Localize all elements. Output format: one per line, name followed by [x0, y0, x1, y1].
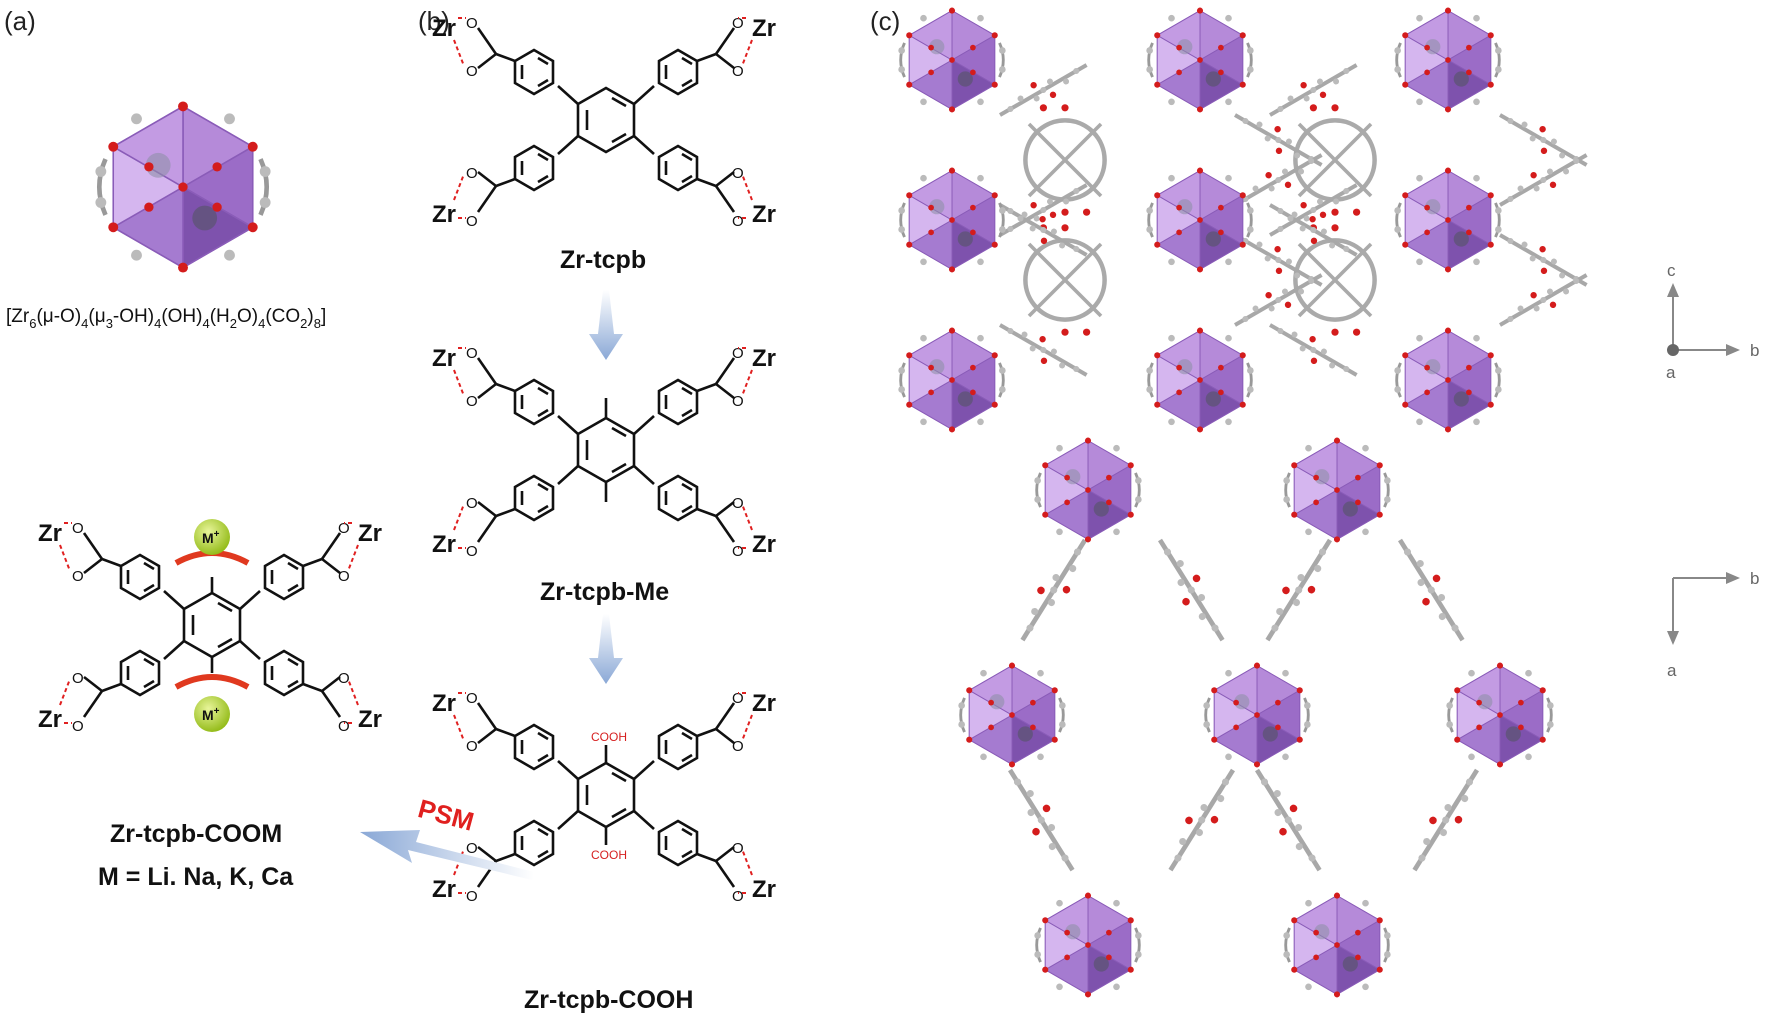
svg-text:O: O [338, 520, 350, 537]
svg-text:COOH: COOH [591, 730, 627, 744]
svg-text:O: O [466, 165, 478, 182]
svg-text:O: O [466, 63, 478, 80]
axis-indicator-bottom: b a [1667, 569, 1759, 680]
svg-text:Zr: Zr [752, 345, 776, 372]
svg-text:Zr: Zr [752, 201, 776, 228]
molecule-zr-tcpb-cooh: COOH COOH O O O O O O O O Zr Zr Zr Zr [432, 690, 776, 905]
molecule-zr-tcpb: O O O O O O O O Zr Zr Zr Zr [432, 15, 776, 230]
svg-text:M+: M+ [202, 529, 220, 546]
label-zr-tcpb-coom: Zr-tcpb-COOM [110, 820, 282, 848]
molecule-zr-tcpb-coom: O O O O O O O O Zr Zr Zr Zr [38, 520, 382, 735]
svg-text:O: O [72, 520, 84, 537]
svg-text:O: O [466, 738, 478, 755]
svg-text:O: O [732, 690, 744, 707]
label-zr-tcpb: Zr-tcpb [560, 246, 646, 274]
svg-text:O: O [338, 718, 350, 735]
svg-text:O: O [466, 888, 478, 905]
svg-text:Zr: Zr [752, 15, 776, 42]
svg-text:Zr: Zr [358, 520, 382, 547]
svg-text:O: O [72, 718, 84, 735]
svg-text:b: b [1750, 569, 1759, 588]
svg-text:Zr: Zr [432, 345, 456, 372]
svg-text:Zr: Zr [38, 706, 62, 733]
svg-text:O: O [732, 165, 744, 182]
svg-text:O: O [732, 63, 744, 80]
label-zr-tcpb-me: Zr-tcpb-Me [540, 578, 669, 606]
panel-label-c: (c) [870, 6, 900, 36]
psm-arrow [360, 830, 534, 880]
svg-text:O: O [466, 690, 478, 707]
crystal-structure-bottom [956, 436, 1556, 999]
svg-text:O: O [732, 15, 744, 32]
svg-text:O: O [466, 15, 478, 32]
svg-text:O: O [72, 568, 84, 585]
panel-label-b: (b) [418, 6, 450, 36]
svg-text:Zr: Zr [432, 531, 456, 558]
metal-ion-top: M+ [194, 519, 230, 555]
svg-text:Zr: Zr [38, 520, 62, 547]
arrow-down-1 [589, 290, 623, 360]
svg-text:O: O [732, 738, 744, 755]
arrow-down-2 [589, 614, 623, 684]
svg-text:c: c [1667, 261, 1676, 280]
svg-text:O: O [466, 840, 478, 857]
svg-text:Zr: Zr [432, 15, 456, 42]
svg-text:Zr: Zr [432, 876, 456, 903]
svg-text:Zr: Zr [752, 531, 776, 558]
svg-text:O: O [732, 888, 744, 905]
zr6-cluster-image [95, 101, 270, 272]
svg-text:COOH: COOH [591, 848, 627, 862]
svg-text:O: O [72, 670, 84, 687]
svg-text:a: a [1666, 363, 1676, 382]
svg-text:Zr: Zr [432, 690, 456, 717]
svg-text:O: O [732, 840, 744, 857]
crystal-structure-top [896, 6, 1595, 434]
svg-text:O: O [466, 345, 478, 362]
svg-text:O: O [732, 213, 744, 230]
svg-text:O: O [466, 213, 478, 230]
svg-text:O: O [466, 543, 478, 560]
svg-text:O: O [732, 495, 744, 512]
svg-text:b: b [1750, 341, 1759, 360]
svg-text:O: O [466, 393, 478, 410]
label-zr-tcpb-cooh: Zr-tcpb-COOH [524, 986, 693, 1014]
metal-ion-bottom: M+ [194, 696, 230, 732]
svg-text:O: O [466, 495, 478, 512]
axis-indicator-top: c b a [1666, 261, 1759, 382]
svg-text:Zr: Zr [432, 201, 456, 228]
svg-text:a: a [1667, 661, 1677, 680]
psm-label: PSM [415, 793, 477, 837]
svg-text:Zr: Zr [752, 876, 776, 903]
svg-text:O: O [732, 393, 744, 410]
svg-text:Zr: Zr [358, 706, 382, 733]
molecule-zr-tcpb-me: O O O O O O O O Zr Zr Zr Zr [432, 345, 776, 560]
panel-label-a: (a) [4, 6, 36, 36]
label-coom-metals: M = Li. Na, K, Ca [98, 863, 294, 891]
svg-text:O: O [338, 568, 350, 585]
svg-text:O: O [732, 345, 744, 362]
svg-text:M+: M+ [202, 706, 220, 723]
svg-text:O: O [732, 543, 744, 560]
cluster-formula: [Zr6(μ-O)4(μ3-OH)4(OH)4(H2O)4(CO2)8] [6, 306, 326, 331]
svg-text:O: O [338, 670, 350, 687]
svg-text:Zr: Zr [752, 690, 776, 717]
